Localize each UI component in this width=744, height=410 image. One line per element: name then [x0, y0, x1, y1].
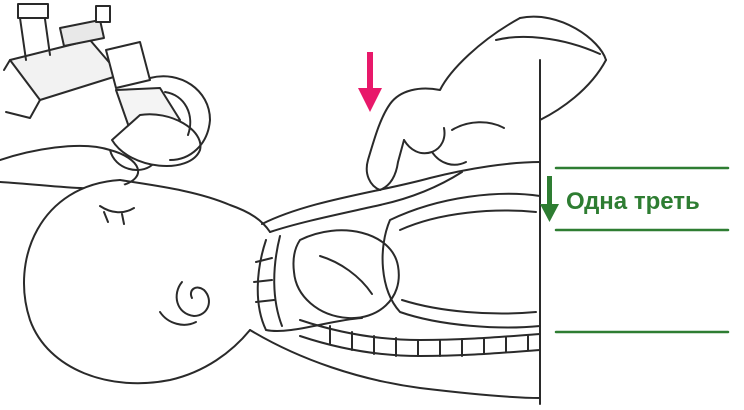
- spine: [300, 320, 540, 356]
- arrow-down-icon: [358, 52, 382, 112]
- depth-label: Одна треть: [566, 188, 700, 216]
- infant-head: [24, 180, 270, 383]
- bag-valve-mask: [4, 4, 200, 166]
- arrow-down-icon: [540, 176, 559, 222]
- lungs: [383, 194, 540, 328]
- compression-hand: [367, 17, 606, 190]
